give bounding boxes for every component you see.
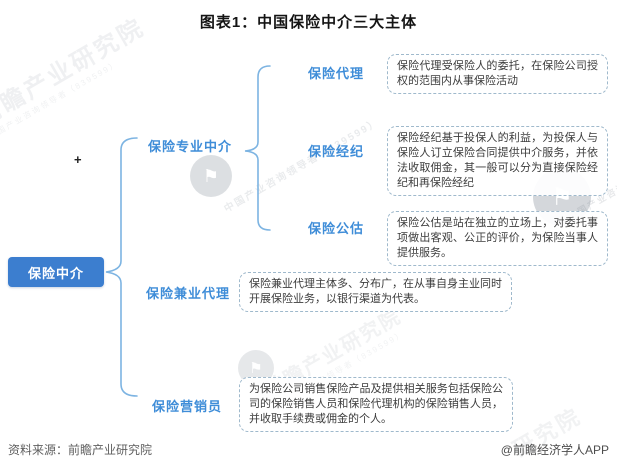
leaf-label-brokerage: 保险经纪 [307,144,364,159]
leaf-label-assessment: 保险公估 [307,221,364,236]
desc-box-assessment: 保险公估是站在独立的立场上，对委托事项做出客观、公正的评价，为保险当事人提供服务… [387,211,608,266]
flag-icon: ⚑ [249,360,263,377]
root-node-insurance-intermediary: 保险中介 [8,257,104,287]
leaf-label-agency: 保险代理 [307,66,364,81]
branch-label-salesperson: 保险营销员 [151,399,222,414]
branch-label-parttime-agency: 保险兼业代理 [145,286,230,301]
chart-title: 图表1：中国保险中介三大主体 [199,14,418,31]
desc-box-salesperson: 为保险公司销售保险产品及提供相关服务包括保险公司的保险销售人员和保险代理机构的保… [239,377,513,432]
watermark-sub-text: 中国产业咨询领导者（839599） [0,58,121,142]
watermark-brand-text: 中国产业咨询领导者（839599） [222,116,382,215]
sub-brace [244,65,271,231]
desc-box-brokerage: 保险经纪基于投保人的利益，为投保人与保险人订立保险合同提供中介服务，并依法收取佣… [387,126,608,196]
source-note: 资料来源：前瞻产业研究院 [8,443,153,457]
flag-icon: ⚑ [202,165,220,186]
desc-box-parttime-agency: 保险兼业代理主体多、分布广，在从事自身主业同时开展保险业务，以银行渠道为代表。 [239,272,512,312]
desc-box-agency: 保险代理受保险人的委托，在保险公司授权的范围内从事保险活动 [387,54,608,94]
branch-label-professional: 保险专业中介 [147,139,232,154]
watermark-center: 中国产业咨询领导者（839599） [223,117,405,215]
watermark-logo-icon: ⚑ [190,155,232,197]
main-brace [105,137,138,397]
cursor-crosshair: + [74,152,82,167]
credit-note: @前瞻经济学人APP [500,443,609,457]
